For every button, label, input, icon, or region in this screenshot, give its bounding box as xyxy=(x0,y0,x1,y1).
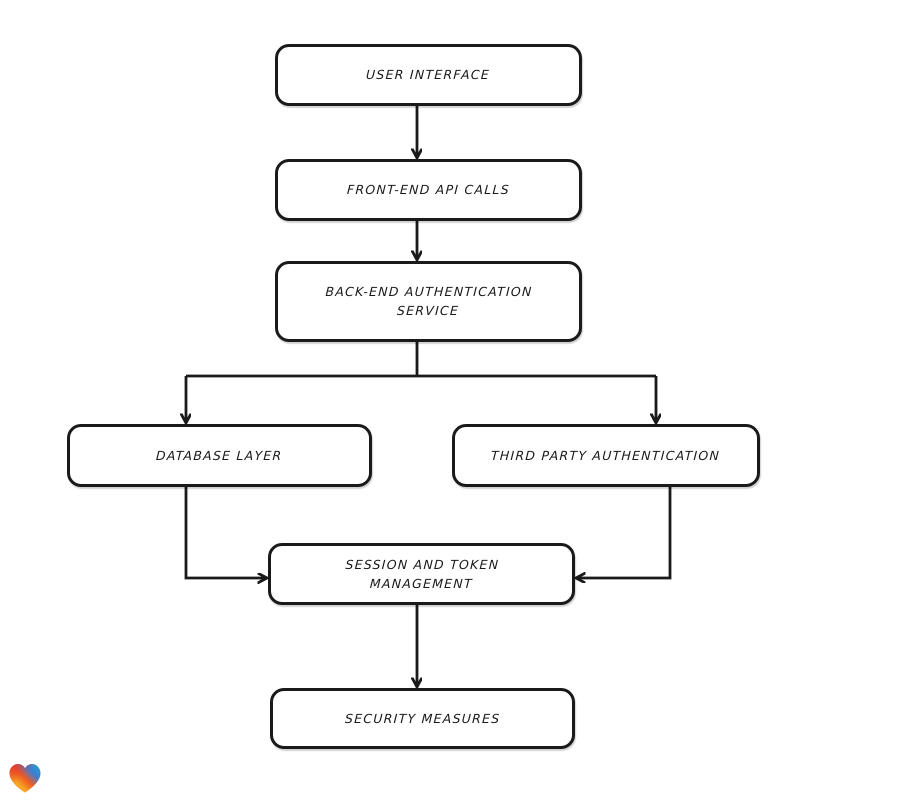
node-label-session-and-token-management: Session and Token Management xyxy=(344,556,500,591)
node-third-party-authentication[interactable]: Third Party Authentication xyxy=(452,424,760,487)
edge-db-to-session xyxy=(184,487,266,578)
heart-icon xyxy=(9,764,41,793)
node-label-third-party-authentication: Third Party Authentication xyxy=(491,447,721,463)
node-database-layer[interactable]: Database Layer xyxy=(67,424,372,487)
edge-thirdparty-to-session xyxy=(577,487,672,578)
node-label-security-measures: Security Measures xyxy=(344,710,501,726)
node-security-measures[interactable]: Security Measures xyxy=(270,688,575,749)
node-label-user-interface: User Interface xyxy=(366,67,491,83)
node-back-end-authentication-service[interactable]: Back-End Authentication Service xyxy=(275,261,582,342)
node-user-interface[interactable]: User Interface xyxy=(275,44,582,106)
node-session-and-token-management[interactable]: Session and Token Management xyxy=(268,543,575,605)
node-front-end-api-calls[interactable]: Front-End API Calls xyxy=(275,159,582,221)
node-label-database-layer: Database Layer xyxy=(155,447,284,463)
node-label-front-end-api-calls: Front-End API Calls xyxy=(346,182,511,198)
node-label-back-end-authentication-service: Back-End Authentication Service xyxy=(325,284,533,319)
